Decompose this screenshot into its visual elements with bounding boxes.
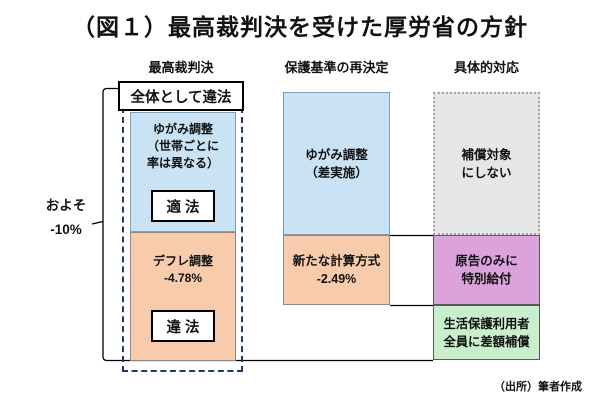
box-label-line: -4.78% (163, 271, 203, 285)
yugami-adjustment-box: ゆがみ調整 （世帯ごとに 率は異なる） (130, 112, 236, 232)
no-compensation-box: 補償対象 にしない (433, 92, 540, 235)
all-users-compensation-box: 生活保護利用者 全員に差額補償 (433, 305, 540, 360)
deflation-adjustment-label: デフレ調整 -4.78% (131, 253, 235, 287)
box-label-line: 特別給付 (461, 272, 512, 286)
column-header-redetermination: 保護基準の再決定 (284, 60, 389, 75)
bracket-line (102, 87, 433, 362)
figure-title: （図１）最高裁判決を受けた厚労省の方針 (72, 14, 528, 40)
approx-label-line: およそ (45, 198, 87, 213)
box-label-line: -2.49% (316, 272, 357, 286)
approx-minus10-label: およそ -10% (36, 194, 96, 242)
box-label-line: ゆがみ調整 (305, 147, 368, 162)
yugami-adjustment-label: ゆがみ調整 （世帯ごとに 率は異なる） (131, 121, 235, 172)
overall-illegal-box: 全体として違法 (118, 81, 244, 111)
box-label-line: （世帯ごとに (146, 139, 219, 153)
column-header-supreme-court: 最高裁判決 (148, 60, 214, 75)
box-label-line: ゆがみ調整 (152, 122, 213, 136)
column-header-response: 具体的対応 (453, 60, 519, 75)
box-label-line: （差実施） (305, 165, 368, 180)
plaintiffs-only-box: 原告のみに 特別給付 (433, 235, 540, 305)
box-label-line: 率は異なる） (146, 156, 219, 170)
box-label-line: にしない (461, 165, 512, 180)
yugami-redo-box: ゆがみ調整 （差実施） (283, 92, 390, 235)
legal-verdict-box: 適 法 (151, 190, 215, 222)
illegal-verdict-box: 違 法 (151, 310, 215, 342)
box-label-line: 生活保護利用者 (443, 316, 530, 331)
box-label-line: 補償対象 (461, 147, 512, 162)
bracket-tick (91, 220, 104, 225)
box-label-line: 全員に差額補償 (443, 334, 530, 349)
new-calculation-box: 新たな計算方式 -2.49% (283, 235, 390, 305)
box-label-line: 原告のみに (455, 254, 518, 268)
approx-value-line: -10% (50, 222, 82, 237)
box-label-line: 新たな計算方式 (292, 254, 381, 268)
source-note: （出所）筆者作成 (494, 381, 582, 393)
box-label-line: デフレ調整 (152, 254, 213, 268)
